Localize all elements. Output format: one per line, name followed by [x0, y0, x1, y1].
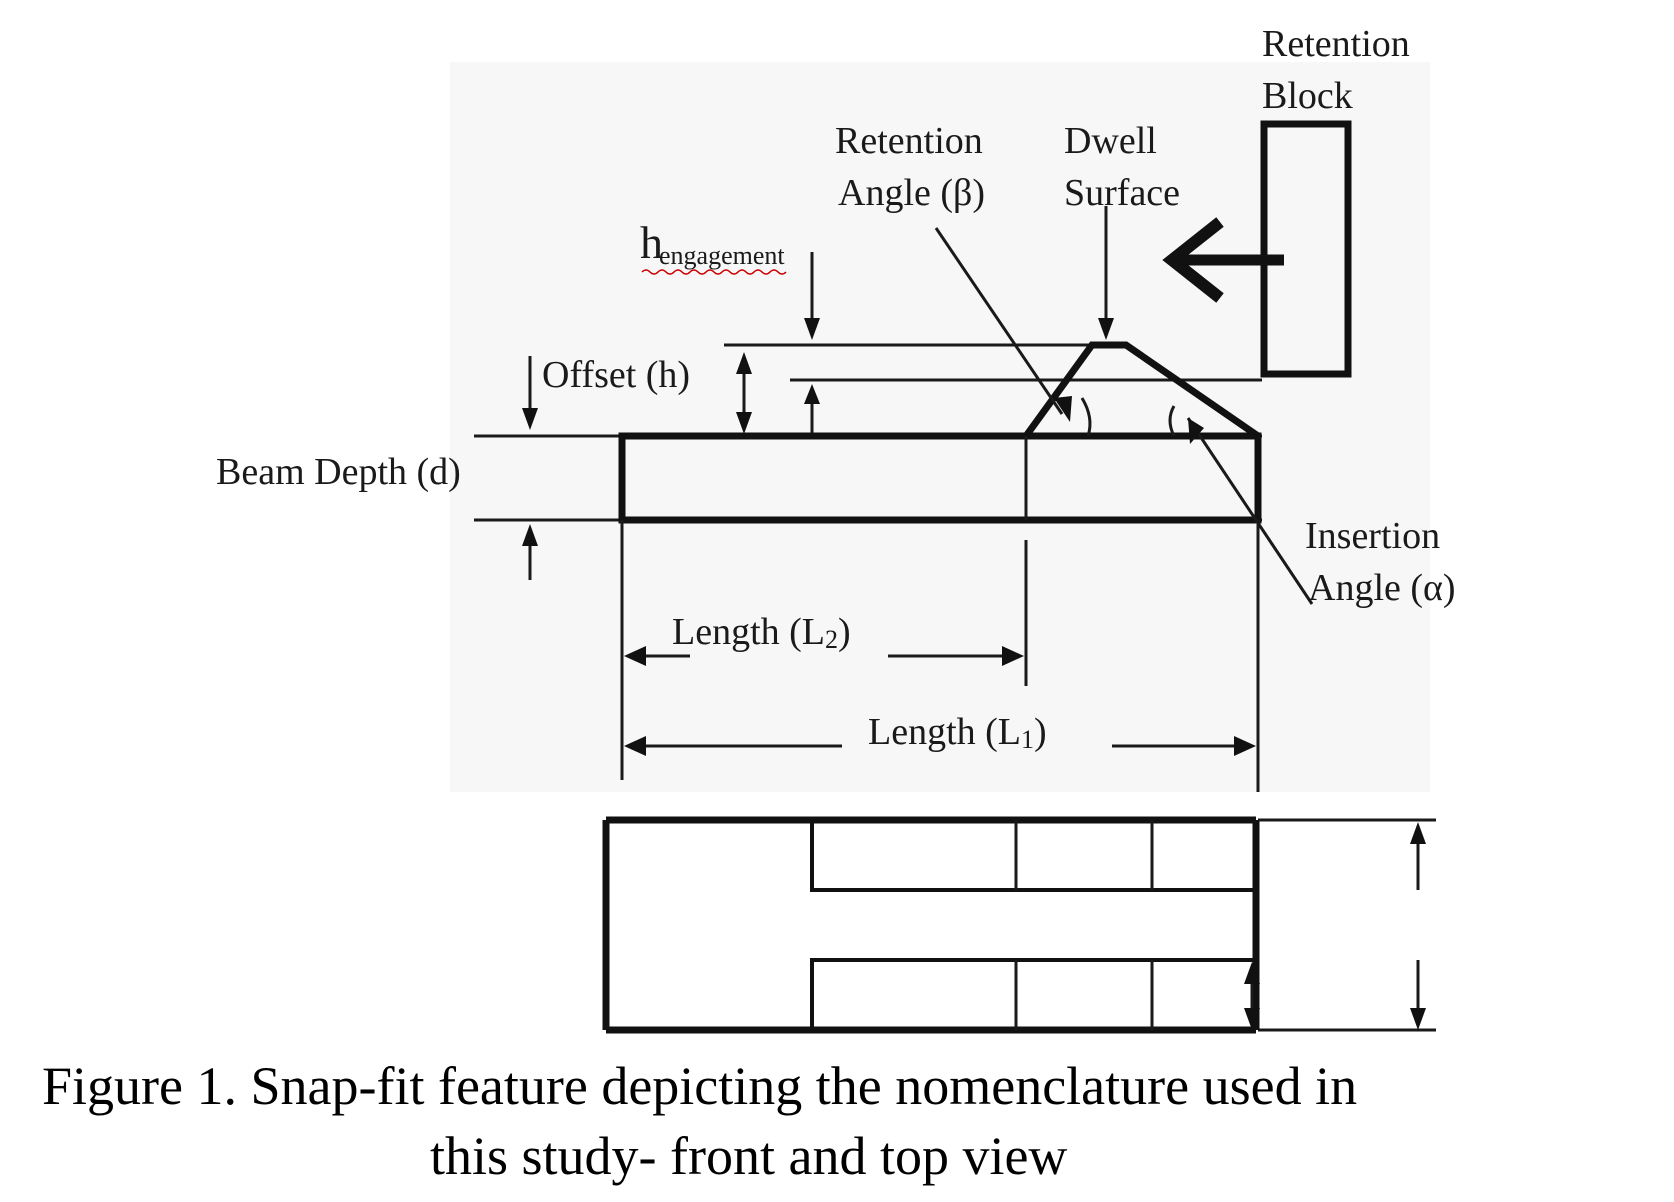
offset-arrowhead-up — [736, 352, 752, 374]
width-arrowhead-down — [1410, 1008, 1426, 1030]
length-l2-main: Length (L — [672, 611, 825, 653]
retention-angle-arrowhead — [1054, 396, 1072, 422]
retention-block — [1260, 120, 1352, 378]
insertion-angle-arc — [1168, 405, 1176, 437]
engagement-lower-arrowhead — [804, 384, 820, 404]
offset-left-arrowhead — [522, 408, 538, 430]
length-l1-main: Length (L — [868, 711, 1021, 753]
top-view — [602, 816, 1436, 1034]
length-l2-right-arrowhead — [1002, 646, 1024, 666]
h-engagement-sub: engagement — [659, 241, 785, 270]
retention-angle-label-2: Angle (β) — [838, 172, 985, 214]
dwell-surface-label-1: Dwell — [1064, 120, 1157, 162]
length-l1-close: ) — [1034, 711, 1047, 753]
length-l1-right-arrowhead — [1234, 736, 1256, 756]
insertion-angle-leader — [1186, 417, 1314, 605]
length-l1-left-arrowhead — [624, 736, 646, 756]
dwell-surface-arrowhead — [1098, 318, 1114, 340]
beam-depth-arrowhead — [522, 524, 538, 546]
retention-block-label-2: Block — [1262, 75, 1353, 117]
h-engagement-arrowhead — [804, 318, 820, 340]
retention-angle-label-1: Retention — [835, 120, 983, 162]
h-engagement-label: hengagement — [640, 217, 785, 270]
beam-body — [618, 432, 1262, 524]
offset-arrowhead-down — [736, 412, 752, 434]
length-l2-label: Length (L2) — [672, 611, 851, 654]
offset-label: Offset (h) — [542, 354, 690, 396]
length-l1-sub: 1 — [1021, 725, 1034, 754]
top-view-slot-lower — [810, 958, 1256, 1030]
caption-line-2: this study- front and top view — [430, 1126, 1067, 1186]
length-l2-left-arrowhead — [624, 646, 646, 666]
top-view-small-arrowhead-down — [1244, 1008, 1260, 1030]
caption-line-1: Figure 1. Snap-fit feature depicting the… — [42, 1056, 1357, 1116]
beam-depth-label: Beam Depth (d) — [216, 451, 461, 493]
insertion-angle-label-2: Angle (α) — [1308, 567, 1456, 609]
snap-hook-profile — [1023, 341, 1260, 439]
top-view-small-arrowhead-up — [1244, 962, 1260, 984]
retention-angle-arc — [1080, 397, 1092, 437]
h-engagement-main: h — [640, 217, 663, 268]
length-l2-sub: 2 — [825, 625, 838, 654]
retention-angle-leader — [934, 227, 1064, 415]
length-l1-label: Length (L1) — [868, 711, 1047, 754]
length-l2-close: ) — [838, 611, 851, 653]
insertion-angle-label-1: Insertion — [1305, 515, 1440, 557]
retention-block-label-1: Retention — [1262, 23, 1410, 65]
insertion-angle-arrowhead — [1188, 418, 1204, 444]
top-view-slot-upper — [810, 820, 1256, 892]
spellcheck-underline — [641, 269, 787, 275]
width-arrowhead-up — [1410, 822, 1426, 844]
dwell-surface-label-2: Surface — [1064, 172, 1180, 214]
push-arrow-head — [1162, 217, 1224, 303]
